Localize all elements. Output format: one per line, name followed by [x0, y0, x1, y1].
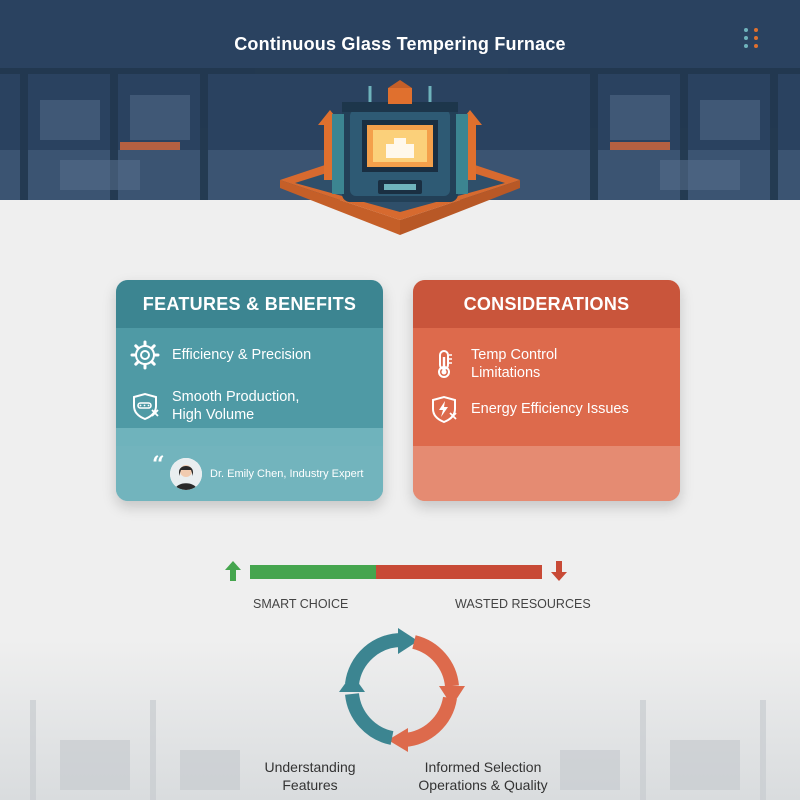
feature-label-production-line2: High Volume — [172, 407, 255, 423]
cycle-label-understanding-line2: Features — [282, 777, 338, 793]
considerations-foot — [413, 446, 680, 501]
feature-label-efficiency: Efficiency & Precision — [172, 347, 312, 363]
lightning-shield-icon — [432, 395, 457, 424]
consideration-item-temp: Temp Control Limitations — [429, 346, 557, 382]
consideration-label-temp-line1: Temp Control — [471, 347, 558, 363]
menu-dots-icon[interactable] — [740, 24, 764, 52]
features-card: FEATURES & BENEFITS Efficiency & Precisi… — [116, 280, 383, 501]
arrow-down-icon — [551, 561, 567, 581]
avatar — [170, 458, 202, 490]
cycle-label-understanding: Understanding Features — [248, 758, 372, 794]
cycle-label-informed-line2: Operations & Quality — [418, 777, 548, 793]
feature-label-production: Smooth Production, High Volume — [172, 388, 299, 424]
expert-quote: “ Dr. Emily Chen, Industry Expert — [152, 452, 364, 490]
consideration-label-temp-line2: Limitations — [471, 365, 541, 381]
cycle-arrows-icon — [339, 628, 465, 752]
furnace-illustration-icon — [280, 80, 520, 235]
balance-bar — [250, 565, 542, 579]
quote-author: Dr. Emily Chen, Industry Expert — [210, 468, 364, 480]
cycle-label-informed-line1: Informed Selection — [424, 759, 542, 775]
arrow-up-icon — [225, 561, 241, 581]
smart-choice-label: SMART CHOICE — [253, 597, 349, 611]
wasted-resources-segment — [375, 565, 542, 579]
considerations-body: Temp Control Limitations Energy Efficien… — [413, 328, 680, 446]
page-title: Continuous Glass Tempering Furnace — [234, 34, 566, 54]
gear-icon — [130, 340, 160, 370]
features-quote-area: “ Dr. Emily Chen, Industry Expert — [116, 446, 383, 501]
cycle-label-understanding-line1: Understanding — [264, 759, 356, 775]
consideration-label-energy: Energy Efficiency Issues — [471, 401, 629, 417]
consideration-label-temp: Temp Control Limitations — [471, 346, 557, 382]
thermometer-icon — [438, 350, 452, 378]
features-title: FEATURES & BENEFITS — [116, 280, 383, 328]
cycle-label-informed: Informed Selection Operations & Quality — [408, 758, 558, 794]
considerations-title: CONSIDERATIONS — [413, 280, 680, 328]
consideration-item-energy: Energy Efficiency Issues — [429, 394, 629, 424]
feature-label-production-line1: Smooth Production, — [172, 389, 300, 405]
feature-item-efficiency: Efficiency & Precision — [130, 340, 311, 370]
considerations-card: CONSIDERATIONS Temp Control Limitations — [413, 280, 680, 501]
features-body: Efficiency & Precision Smooth Production… — [116, 328, 383, 428]
wasted-resources-label: WASTED RESOURCES — [455, 597, 591, 611]
quote-mark-icon: “ — [152, 452, 165, 478]
smart-choice-segment — [250, 565, 376, 579]
feature-item-production: Smooth Production, High Volume — [130, 388, 299, 424]
bottom-factory-background — [0, 640, 800, 800]
conveyor-shield-icon — [133, 392, 159, 421]
